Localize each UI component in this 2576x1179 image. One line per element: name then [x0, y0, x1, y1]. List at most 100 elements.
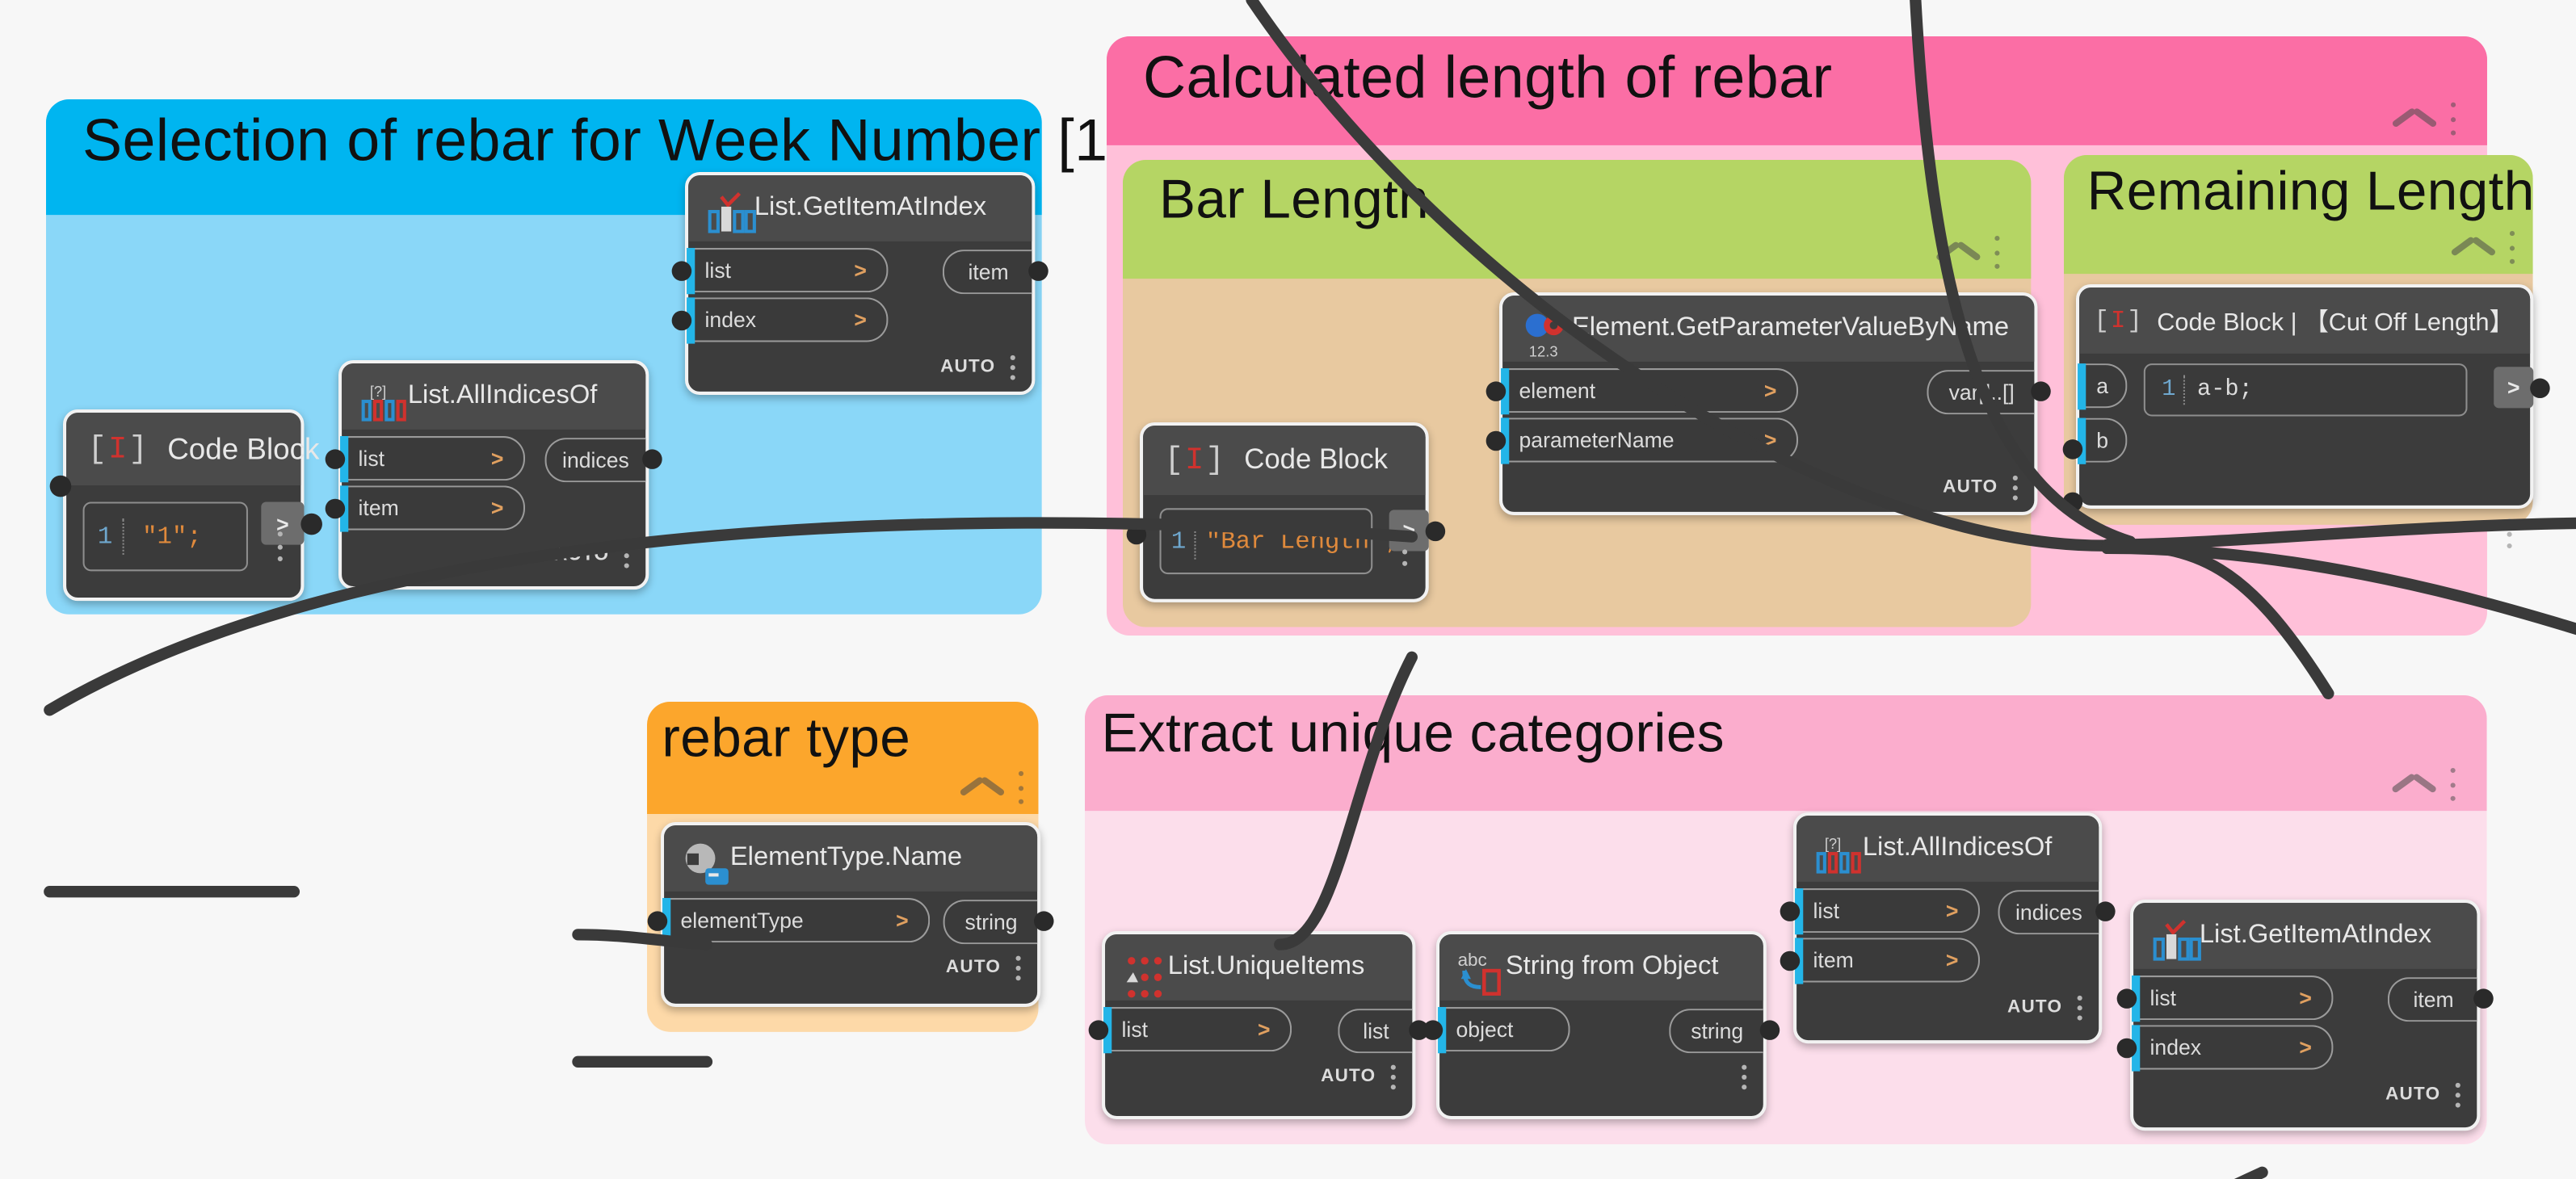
output-port-var[interactable]: var[]..[]: [1927, 369, 2035, 415]
node-header[interactable]: ElementType.Name: [663, 825, 1037, 892]
group-header[interactable]: Selection of rebar for Week Number [1]: [46, 99, 1124, 215]
lacing-label[interactable]: AUTO: [945, 957, 1001, 978]
input-connector-nub[interactable]: [1486, 430, 1507, 451]
group-menu-icon[interactable]: [2510, 231, 2516, 265]
port-caret[interactable]: >: [490, 495, 504, 520]
node-menu-icon[interactable]: [1390, 1064, 1397, 1089]
output-port-string[interactable]: string: [943, 900, 1037, 945]
node-string-from-object[interactable]: abc String from Object object string: [1423, 930, 1780, 1119]
node-header[interactable]: List.UniqueItems: [1104, 934, 1412, 1001]
node-header[interactable]: [?] List.AllIndicesOf: [342, 363, 646, 430]
node-menu-icon[interactable]: [624, 542, 631, 568]
port-caret[interactable]: >: [854, 257, 868, 283]
input-connector-nub[interactable]: [1088, 1020, 1108, 1040]
group-menu-icon[interactable]: [1994, 236, 2001, 270]
group-controls[interactable]: [2393, 102, 2457, 136]
output-connector-nub[interactable]: [2095, 901, 2116, 921]
chevron-up-icon[interactable]: [2393, 778, 2435, 801]
input-port-element[interactable]: element >: [1501, 367, 1799, 414]
port-caret[interactable]: >: [1945, 898, 1959, 923]
lacing-label[interactable]: AUTO: [1320, 1066, 1376, 1087]
code-editor[interactable]: 1 "Bar Length";: [1159, 508, 1399, 575]
input-port-item[interactable]: item >: [340, 484, 526, 531]
input-connector-nub[interactable]: [325, 498, 346, 518]
node-header[interactable]: List.GetItemAtIndex: [688, 174, 1032, 241]
group-header[interactable]: Bar Length: [1123, 160, 2032, 279]
output-port-indices[interactable]: indices: [544, 437, 646, 482]
input-port-list[interactable]: list >: [340, 434, 526, 481]
node-menu-icon[interactable]: [2455, 1081, 2462, 1107]
output-connector-nub[interactable]: [1033, 911, 1054, 931]
input-port-index[interactable]: index >: [687, 296, 889, 343]
port-caret[interactable]: >: [2299, 1034, 2312, 1060]
output-connector-nub[interactable]: [2529, 378, 2550, 398]
node-header[interactable]: [I] Code Block: [1142, 426, 1426, 496]
group-controls[interactable]: [1937, 236, 2002, 270]
group-controls[interactable]: [2393, 767, 2457, 801]
output-connector-nub[interactable]: [642, 449, 662, 469]
chevron-up-icon[interactable]: [1937, 246, 1980, 270]
group-menu-icon[interactable]: [2450, 767, 2457, 801]
port-caret[interactable]: >: [1764, 427, 1777, 453]
node-header[interactable]: [I] Code Block: [65, 413, 319, 486]
code-editor[interactable]: 1 "1";: [82, 501, 248, 572]
input-port-b[interactable]: b: [2077, 417, 2127, 464]
node-menu-icon[interactable]: [2507, 518, 2513, 548]
node-code-block-week[interactable]: [I] Code Block 1 "1"; >: [49, 409, 322, 602]
input-port-object[interactable]: object: [1438, 1005, 1571, 1053]
input-connector-nub[interactable]: [1780, 901, 1801, 921]
input-port-list[interactable]: list >: [687, 246, 889, 293]
output-port-caret[interactable]: >: [2493, 366, 2533, 408]
input-port-list[interactable]: list >: [2132, 975, 2334, 1022]
port-caret[interactable]: >: [2299, 985, 2312, 1011]
node-header[interactable]: List.GetItemAtIndex: [2133, 903, 2477, 969]
node-list-all-indices-of-top[interactable]: [?] List.AllIndicesOf list > indices: [325, 359, 662, 590]
node-list-unique-items[interactable]: List.UniqueItems list > list AUTO: [1088, 930, 1429, 1119]
input-port-list[interactable]: list >: [1795, 887, 1981, 934]
port-caret[interactable]: >: [490, 445, 504, 471]
input-connector-nub[interactable]: [647, 911, 667, 931]
input-port-item[interactable]: item >: [1795, 937, 1981, 984]
input-port-parameter-name[interactable]: parameterName >: [1501, 417, 1799, 464]
node-menu-icon[interactable]: [1401, 536, 1409, 567]
group-header[interactable]: Calculated length of rebar: [1106, 36, 2487, 145]
output-connector-nub[interactable]: [2473, 988, 2494, 1009]
node-menu-icon[interactable]: [1742, 1064, 1749, 1089]
node-menu-icon[interactable]: [2077, 994, 2084, 1020]
lacing-label[interactable]: AUTO: [2007, 996, 2063, 1017]
node-header[interactable]: abc String from Object: [1439, 934, 1764, 1001]
port-caret[interactable]: >: [895, 908, 909, 933]
lacing-label[interactable]: AUTO: [1943, 476, 1998, 497]
input-port-a[interactable]: a: [2077, 362, 2127, 409]
chevron-up-icon[interactable]: [961, 781, 1004, 804]
node-menu-icon[interactable]: [1015, 955, 1022, 980]
output-connector-nub[interactable]: [1425, 521, 1445, 542]
output-connector-nub[interactable]: [1760, 1020, 1780, 1040]
input-connector-nub[interactable]: [671, 260, 692, 281]
group-header[interactable]: Extract unique categories: [1085, 694, 2487, 811]
input-port-index[interactable]: index >: [2132, 1024, 2334, 1071]
group-menu-icon[interactable]: [1019, 770, 1025, 804]
node-list-get-item-at-index-bottom[interactable]: List.GetItemAtIndex list > item ind: [2116, 900, 2494, 1131]
output-port-item[interactable]: item: [2388, 977, 2477, 1022]
output-port-indices[interactable]: indices: [1997, 889, 2099, 935]
group-header[interactable]: rebar type: [647, 701, 1039, 814]
input-connector-nub[interactable]: [2116, 988, 2137, 1009]
node-menu-icon[interactable]: [2012, 474, 2019, 500]
input-connector-nub[interactable]: [1423, 1020, 1443, 1040]
output-port-item[interactable]: item: [943, 249, 1032, 294]
group-controls[interactable]: [2452, 231, 2517, 265]
code-editor[interactable]: 1 a-b;: [2143, 363, 2468, 417]
port-caret[interactable]: >: [1945, 947, 1959, 973]
node-menu-icon[interactable]: [1011, 354, 1017, 380]
node-list-get-item-at-index-top[interactable]: List.GetItemAtIndex list > item ind: [671, 171, 1049, 395]
node-header[interactable]: 12.3 Element.GetParameterValueByName: [1502, 295, 2035, 362]
input-port-element-type[interactable]: elementType >: [662, 897, 930, 944]
input-connector-nub[interactable]: [1486, 381, 1507, 401]
lacing-label[interactable]: AUTO: [554, 544, 610, 565]
input-connector-nub[interactable]: [49, 475, 71, 497]
node-header[interactable]: [?] List.AllIndicesOf: [1796, 815, 2099, 882]
chevron-up-icon[interactable]: [2452, 241, 2495, 264]
input-connector-nub[interactable]: [671, 310, 692, 330]
